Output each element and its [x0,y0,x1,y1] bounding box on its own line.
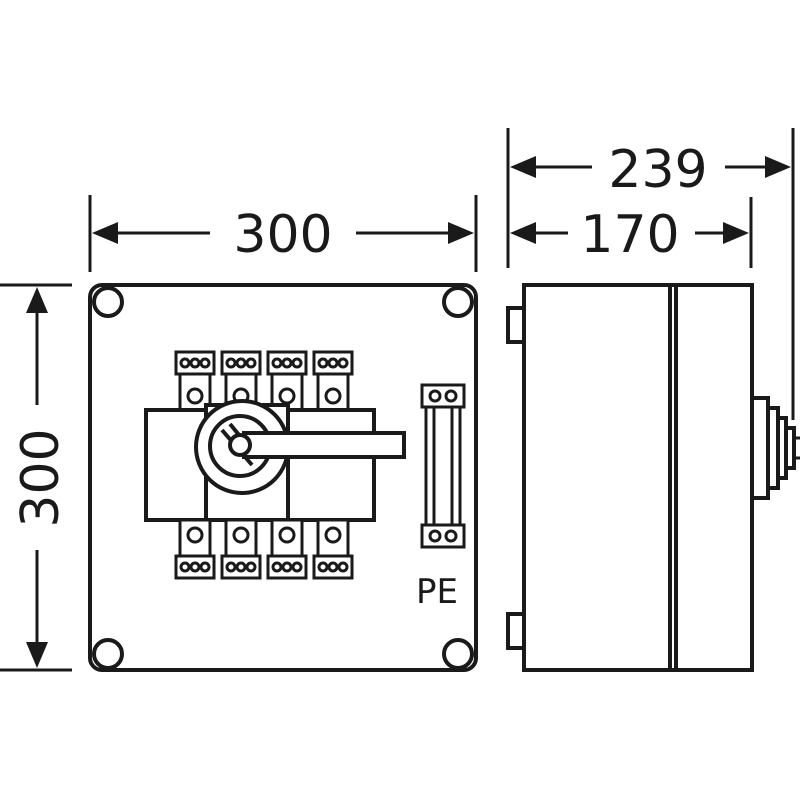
side-body-depth-label: 170 [580,205,679,265]
screw-top-left [92,286,124,318]
terminal-bottom-2 [220,518,262,580]
side-hinge-top [506,306,526,344]
handle-pivot [228,433,252,457]
dimension-side-total-depth: 239 [506,128,795,420]
screw-bottom-left [92,638,124,670]
handle-lever [242,431,406,459]
terminal-bottom-1 [174,518,216,580]
side-handle-shaft [750,396,800,500]
terminal-bottom-4 [312,518,354,580]
side-total-depth-label: 239 [608,140,707,200]
front-height-label: 300 [11,428,71,527]
terminal-bottom-3 [266,518,308,580]
dimension-side-body-depth: 170 [510,197,753,268]
screw-top-right [442,286,474,318]
terminal-top-1 [174,350,216,412]
side-hinge-bottom [506,612,526,650]
dimension-front-width: 300 [88,195,478,272]
terminals-top [174,350,354,412]
screw-bottom-right [442,638,474,670]
rotary-handle [194,399,406,495]
switch-body-right [284,408,376,522]
pe-label: PE [416,572,458,612]
side-view [506,283,800,672]
terminal-top-3 [266,350,308,412]
front-view: PE [88,283,478,672]
front-enclosure-outline [88,283,478,672]
pe-terminal [420,383,466,549]
terminals-bottom [174,518,354,580]
dimension-front-height: 300 [0,283,72,672]
front-width-label: 300 [233,205,332,265]
side-enclosure-outline [522,283,754,672]
terminal-top-4 [312,350,354,412]
